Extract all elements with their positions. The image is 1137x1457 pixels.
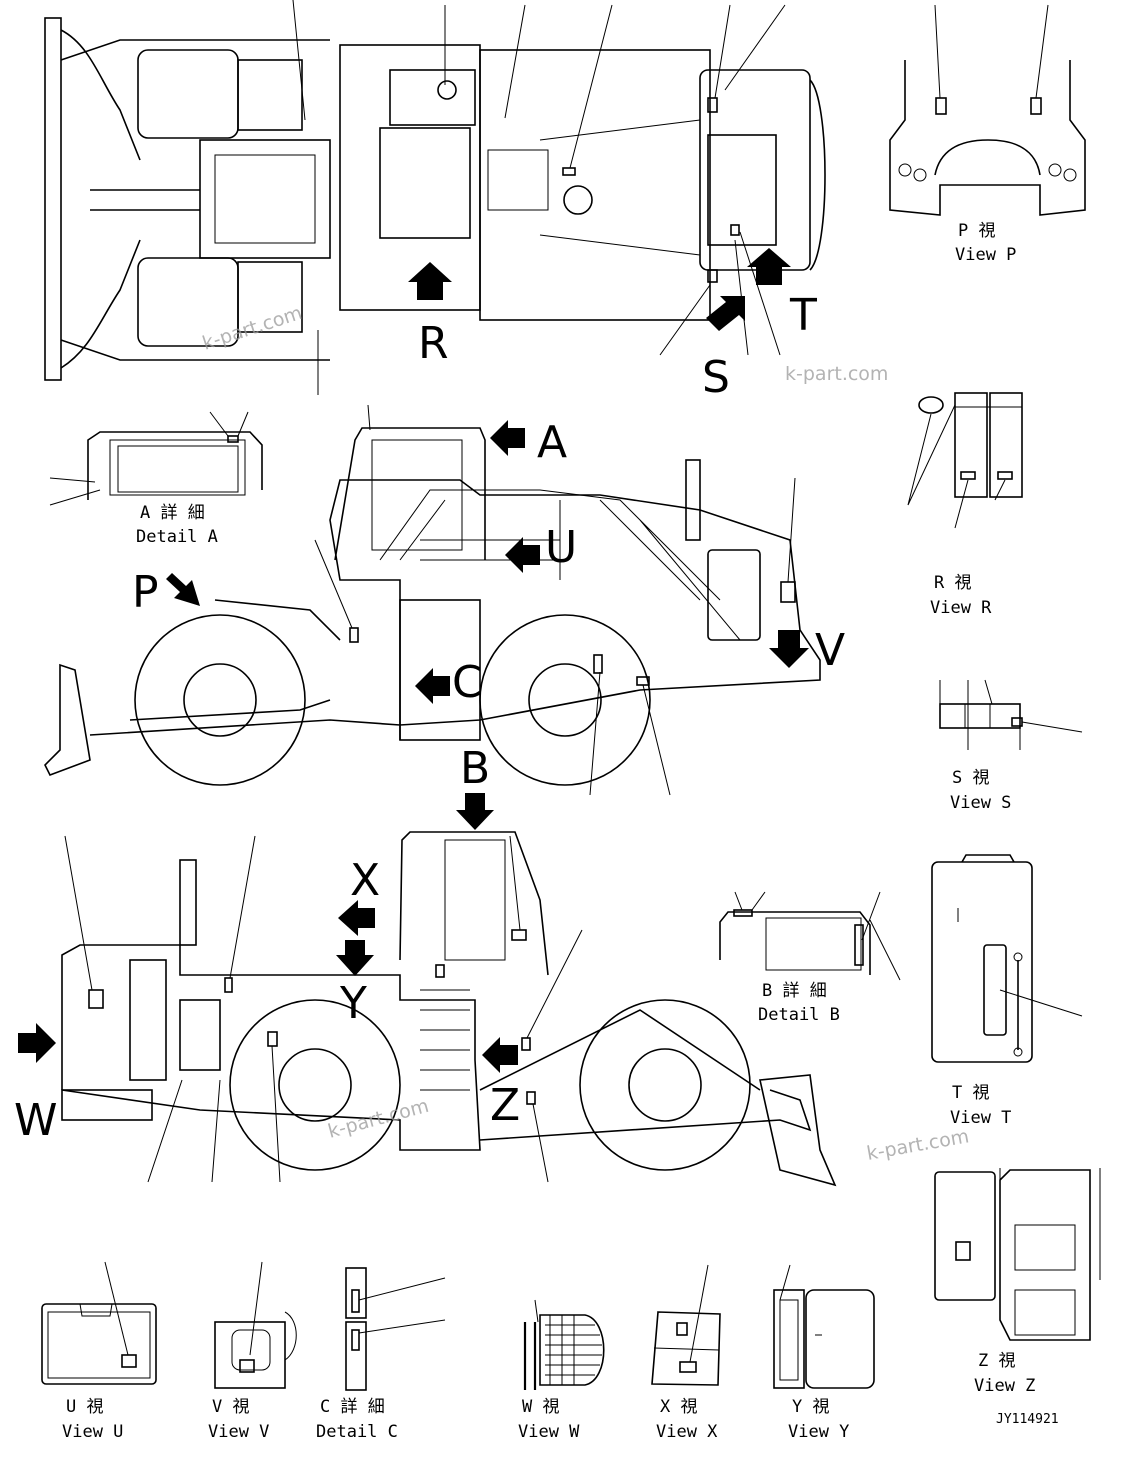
view-w-drawing [523, 1299, 605, 1390]
callout-v: V [815, 625, 845, 676]
view-v-drawing [214, 1261, 297, 1389]
callout-s: S [702, 352, 730, 403]
view-s-drawing [939, 679, 1083, 750]
view-s-label-jp: S 視 [952, 768, 989, 788]
view-t-arrow [747, 248, 791, 285]
view-x-arrow [338, 900, 375, 936]
view-p-drawing [889, 4, 1086, 216]
view-p-label-jp: P 視 [958, 221, 995, 241]
view-w-label-jp: W 視 [522, 1397, 559, 1417]
view-y-arrow [336, 940, 374, 976]
callout-a: A [537, 417, 567, 468]
view-z-label-en: View Z [974, 1376, 1035, 1396]
watermark: k-part.com [865, 1125, 971, 1165]
view-w-label-en: View W [518, 1422, 580, 1442]
callout-b: B [460, 743, 490, 794]
detail-a-arrow [490, 420, 525, 456]
view-s-label-en: View S [950, 793, 1011, 813]
detail-a-label-jp: A 詳 細 [140, 503, 205, 523]
detail-c-drawing [345, 1267, 446, 1391]
callout-r: R [418, 318, 449, 369]
view-y-drawing [773, 1264, 875, 1389]
drawing-code: JY114921 [996, 1412, 1059, 1427]
callout-y: Y [339, 978, 367, 1029]
watermark: k-part.com [785, 363, 888, 385]
callout-x: X [350, 855, 380, 906]
view-v-label-jp: V 視 [212, 1397, 249, 1417]
callout-c: C [452, 657, 483, 708]
view-r-label-en: View R [930, 598, 992, 618]
view-x-label-jp: X 視 [660, 1397, 697, 1417]
left-side-view-drawing [44, 404, 821, 796]
view-r-label-jp: R 視 [934, 573, 971, 593]
view-y-label-jp: Y 視 [792, 1397, 829, 1417]
callout-u: U [545, 522, 577, 573]
view-p-label-en: View P [955, 245, 1016, 265]
view-v-label-en: View V [208, 1422, 269, 1442]
detail-c-label-en: Detail C [316, 1422, 398, 1442]
view-u-drawing [41, 1261, 157, 1385]
detail-b-drawing [719, 891, 901, 981]
callout-w: W [14, 1095, 58, 1146]
detail-a-label-en: Detail A [136, 527, 218, 547]
view-t-label-jp: T 視 [952, 1083, 989, 1103]
view-t-drawing [931, 854, 1083, 1063]
view-t-label-en: View T [950, 1108, 1011, 1128]
detail-b-label-en: Detail B [758, 1005, 840, 1025]
view-x-drawing [651, 1264, 721, 1386]
callout-z: Z [490, 1080, 520, 1131]
detail-b-arrow [456, 793, 494, 830]
view-y-label-en: View Y [788, 1422, 849, 1442]
callout-p: P [132, 567, 159, 618]
view-u-label-jp: U 視 [66, 1397, 103, 1417]
view-p-arrow [166, 573, 200, 606]
view-z-arrow [482, 1037, 518, 1073]
right-side-view-drawing [61, 831, 837, 1187]
view-r-arrow [408, 262, 452, 300]
detail-c-label-jp: C 詳 細 [320, 1397, 385, 1417]
detail-a-drawing [49, 411, 263, 506]
view-x-label-en: View X [656, 1422, 718, 1442]
view-w-arrow [18, 1023, 56, 1063]
view-z-label-jp: Z 視 [978, 1351, 1015, 1371]
detail-b-label-jp: B 詳 細 [762, 981, 827, 1001]
top-view-drawing [44, 0, 826, 395]
view-z-drawing [934, 1168, 1101, 1341]
view-v-arrow [769, 630, 809, 668]
watermark: k-part.com [326, 1095, 432, 1143]
view-s-arrow [706, 296, 745, 331]
view-u-label-en: View U [62, 1422, 123, 1442]
watermark: k-part.com [200, 302, 305, 355]
view-r-drawing [907, 392, 1023, 529]
detail-c-arrow [415, 668, 450, 704]
view-u-arrow [505, 537, 540, 573]
callout-t: T [789, 290, 817, 341]
